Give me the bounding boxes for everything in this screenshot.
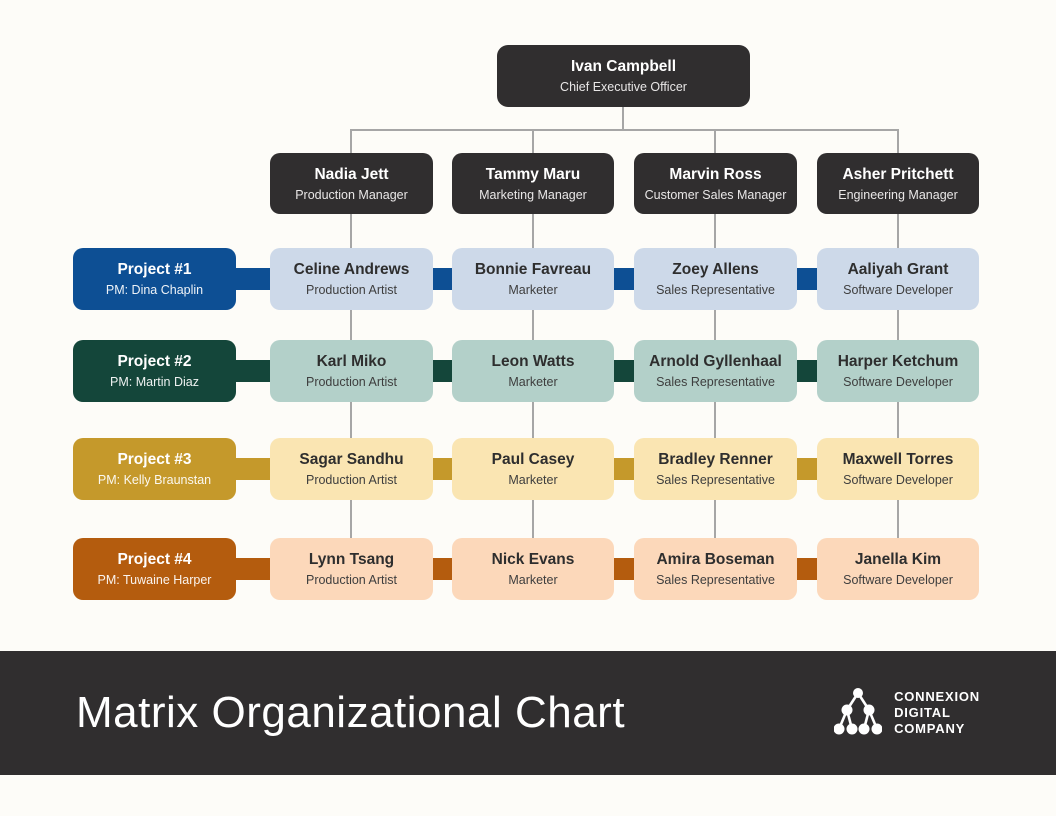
manager-horizontal-connector xyxy=(351,129,898,131)
project-name: Project #4 xyxy=(117,551,192,568)
member-role: Marketer xyxy=(508,375,558,389)
org-tree-icon xyxy=(833,686,883,741)
member-node: Karl Miko Production Artist xyxy=(270,340,433,402)
member-name: Lynn Tsang xyxy=(308,551,395,568)
member-name: Amira Boseman xyxy=(656,551,775,568)
company-name-line: DIGITAL xyxy=(894,705,951,720)
manager-drop-line-2 xyxy=(532,129,534,153)
member-node: Paul Casey Marketer xyxy=(452,438,614,500)
project-pm: PM: Dina Chaplin xyxy=(105,283,204,297)
member-name: Arnold Gyllenhaal xyxy=(649,353,782,370)
member-role: Production Artist xyxy=(305,375,397,389)
manager-drop-line-1 xyxy=(350,129,352,153)
member-role: Production Artist xyxy=(305,573,397,587)
member-role: Marketer xyxy=(508,473,558,487)
member-role: Marketer xyxy=(508,283,558,297)
member-role: Production Artist xyxy=(305,473,397,487)
member-name: Harper Ketchum xyxy=(837,353,959,370)
manager-name: Asher Pritchett xyxy=(842,165,954,183)
member-node: Bradley Renner Sales Representative xyxy=(634,438,797,500)
member-role: Software Developer xyxy=(843,375,953,389)
member-name: Bonnie Favreau xyxy=(474,261,592,278)
member-node: Nick Evans Marketer xyxy=(452,538,614,600)
member-name: Bradley Renner xyxy=(658,451,773,468)
member-node: Janella Kim Software Developer xyxy=(817,538,979,600)
manager-title: Customer Sales Manager xyxy=(644,187,787,202)
member-node: Bonnie Favreau Marketer xyxy=(452,248,614,310)
manager-title: Production Manager xyxy=(295,187,408,202)
manager-drop-line-3 xyxy=(714,129,716,153)
ceo-node: Ivan Campbell Chief Executive Officer xyxy=(497,45,750,107)
project-pm: PM: Martin Diaz xyxy=(110,375,199,389)
member-node: Harper Ketchum Software Developer xyxy=(817,340,979,402)
member-role: Software Developer xyxy=(843,283,953,297)
ceo-title: Chief Executive Officer xyxy=(560,80,687,94)
page-title: Matrix Organizational Chart xyxy=(76,688,626,737)
manager-name: Nadia Jett xyxy=(314,165,389,183)
member-name: Celine Andrews xyxy=(293,261,410,278)
project-3-label: Project #3 PM: Kelly Braunstan xyxy=(73,438,236,500)
member-node: Zoey Allens Sales Representative xyxy=(634,248,797,310)
manager-drop-line-4 xyxy=(897,129,899,153)
member-role: Sales Representative xyxy=(656,573,775,587)
member-name: Sagar Sandhu xyxy=(299,451,404,468)
company-name-line: COMPANY xyxy=(894,721,966,736)
company-logo: CONNEXION DIGITAL COMPANY xyxy=(833,686,980,741)
project-name: Project #2 xyxy=(117,353,192,370)
member-name: Karl Miko xyxy=(316,353,387,370)
member-name: Aaliyah Grant xyxy=(847,261,949,278)
manager-node-marketing: Tammy Maru Marketing Manager xyxy=(452,153,614,214)
manager-node-engineering: Asher Pritchett Engineering Manager xyxy=(817,153,979,214)
member-role: Software Developer xyxy=(843,473,953,487)
project-4-label: Project #4 PM: Tuwaine Harper xyxy=(73,538,236,600)
manager-title: Marketing Manager xyxy=(479,187,587,202)
project-name: Project #1 xyxy=(117,261,192,278)
member-role: Production Artist xyxy=(305,283,397,297)
manager-node-production: Nadia Jett Production Manager xyxy=(270,153,433,214)
member-node: Amira Boseman Sales Representative xyxy=(634,538,797,600)
project-name: Project #3 xyxy=(117,451,192,468)
project-pm: PM: Kelly Braunstan xyxy=(97,473,212,487)
member-role: Sales Representative xyxy=(656,375,775,389)
company-name-line: CONNEXION xyxy=(894,689,980,704)
member-role: Marketer xyxy=(508,573,558,587)
manager-title: Engineering Manager xyxy=(838,187,958,202)
member-role: Sales Representative xyxy=(656,283,775,297)
manager-name: Marvin Ross xyxy=(669,165,762,183)
member-node: Lynn Tsang Production Artist xyxy=(270,538,433,600)
member-name: Zoey Allens xyxy=(672,261,759,278)
member-role: Software Developer xyxy=(843,573,953,587)
project-1-label: Project #1 PM: Dina Chaplin xyxy=(73,248,236,310)
member-node: Arnold Gyllenhaal Sales Representative xyxy=(634,340,797,402)
member-role: Sales Representative xyxy=(656,473,775,487)
ceo-connector-line xyxy=(622,107,624,130)
footer-banner: Matrix Organizational Chart xyxy=(0,651,1056,775)
member-node: Celine Andrews Production Artist xyxy=(270,248,433,310)
member-node: Leon Watts Marketer xyxy=(452,340,614,402)
member-name: Paul Casey xyxy=(491,451,575,468)
member-node: Maxwell Torres Software Developer xyxy=(817,438,979,500)
manager-name: Tammy Maru xyxy=(485,165,581,183)
member-name: Janella Kim xyxy=(854,551,942,568)
project-pm: PM: Tuwaine Harper xyxy=(97,573,212,587)
company-name: CONNEXION DIGITAL COMPANY xyxy=(894,689,980,737)
member-name: Maxwell Torres xyxy=(842,451,954,468)
member-node: Aaliyah Grant Software Developer xyxy=(817,248,979,310)
ceo-name: Ivan Campbell xyxy=(570,58,677,75)
member-node: Sagar Sandhu Production Artist xyxy=(270,438,433,500)
member-name: Leon Watts xyxy=(491,353,575,370)
member-name: Nick Evans xyxy=(491,551,575,568)
manager-node-customer-sales: Marvin Ross Customer Sales Manager xyxy=(634,153,797,214)
project-2-label: Project #2 PM: Martin Diaz xyxy=(73,340,236,402)
